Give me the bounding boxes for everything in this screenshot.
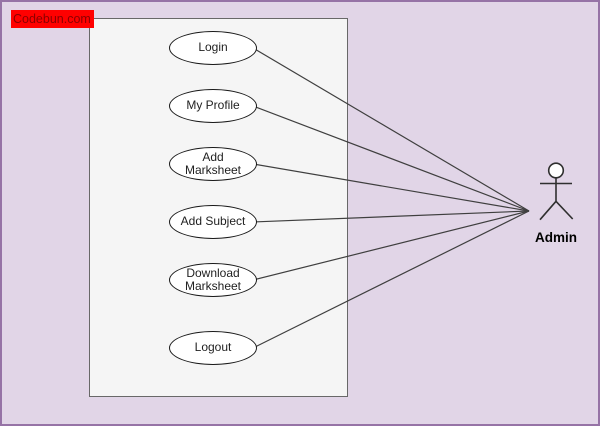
use-case-download-marksheet: Download Marksheet [169,263,257,297]
association-logout-admin [252,210,530,349]
actor-left-leg [539,200,557,221]
use-case-label: Login [198,40,228,55]
watermark-label: Codebun.com [11,10,94,29]
actor-icon [539,162,574,221]
association-lines [252,47,530,349]
use-case-label: Logout [194,340,232,355]
use-case-my-profile: My Profile [169,89,257,123]
use-case-label: Add Marksheet [184,149,242,177]
association-my-profile-admin [252,105,530,212]
actor-right-leg [555,200,574,220]
use-case-label: My Profile [186,98,240,113]
use-case-label: Add Subject [180,214,246,229]
association-add-subject-admin [252,210,530,223]
actor-label: Admin [535,230,577,245]
use-case-add-marksheet: Add Marksheet [169,147,257,181]
association-login-admin [252,47,530,212]
actor-head [547,162,565,179]
use-case-label: Download Marksheet [184,265,242,293]
association-add-marksheet-admin [252,163,530,212]
use-case-login: Login [169,31,257,65]
association-download-marksheet-admin [252,210,530,281]
use-case-add-subject: Add Subject [169,205,257,239]
use-case-logout: Logout [169,331,257,365]
